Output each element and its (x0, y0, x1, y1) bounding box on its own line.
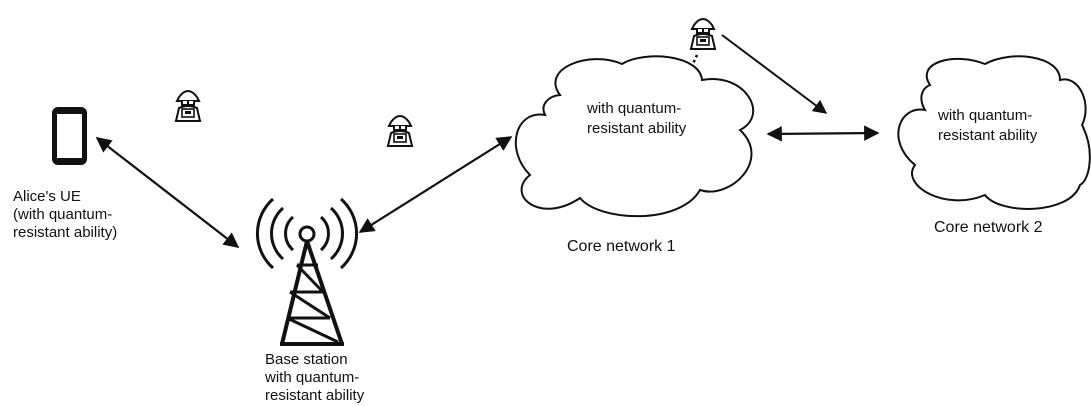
ue-label-line-1: Alice's UE (13, 188, 81, 205)
core2-inner-line-2: resistant ability (938, 127, 1038, 144)
core-network-1-caption: Core network 1 (567, 238, 676, 255)
smartphone-icon (52, 107, 87, 165)
core-network-1-cloud (514, 55, 755, 218)
cell-tower-icon (255, 197, 359, 346)
base-station-label-line-3: resistant ability (265, 387, 365, 404)
link-ue-base-station (95, 137, 240, 248)
link-core1-core2 (766, 125, 880, 142)
base-station-label-line-2: with quantum- (265, 369, 360, 386)
core1-inner-line-2: resistant ability (587, 120, 687, 137)
hacker-icon (174, 90, 202, 122)
attack-arrow (721, 34, 828, 114)
ue-label-line-3: resistant ability) (13, 224, 118, 241)
core1-inner-line-1: with quantum- (587, 100, 682, 117)
core-network-2-caption: Core network 2 (934, 219, 1043, 236)
base-station-label-line-1: Base station (265, 351, 348, 368)
ue-label-line-2: (with quantum- (13, 206, 113, 223)
link-base-station-core1 (358, 136, 513, 233)
hacker-icon (689, 18, 717, 50)
hacker-icon (386, 115, 414, 147)
core-network-2-cloud (897, 55, 1091, 210)
core2-inner-line-1: with quantum- (938, 107, 1033, 124)
